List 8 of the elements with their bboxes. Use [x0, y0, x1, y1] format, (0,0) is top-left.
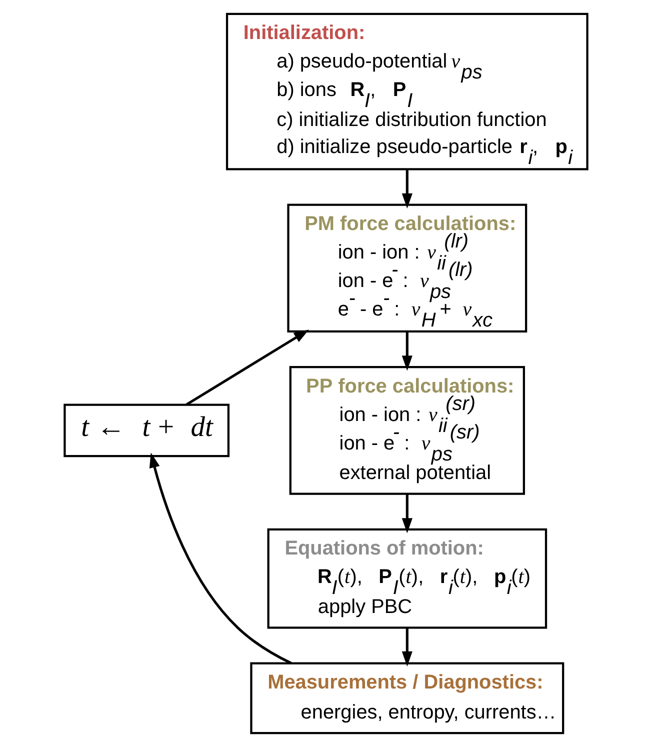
arrow [401, 332, 412, 371]
node-box: Measurements / Diagnostics: energies, entropy, currents… [250, 662, 564, 734]
arrow [401, 494, 412, 534]
arrow [148, 452, 292, 664]
arrow [185, 330, 308, 406]
node-box: t ← t + dt [63, 404, 230, 458]
arrow [401, 169, 412, 209]
arrow [401, 628, 412, 666]
